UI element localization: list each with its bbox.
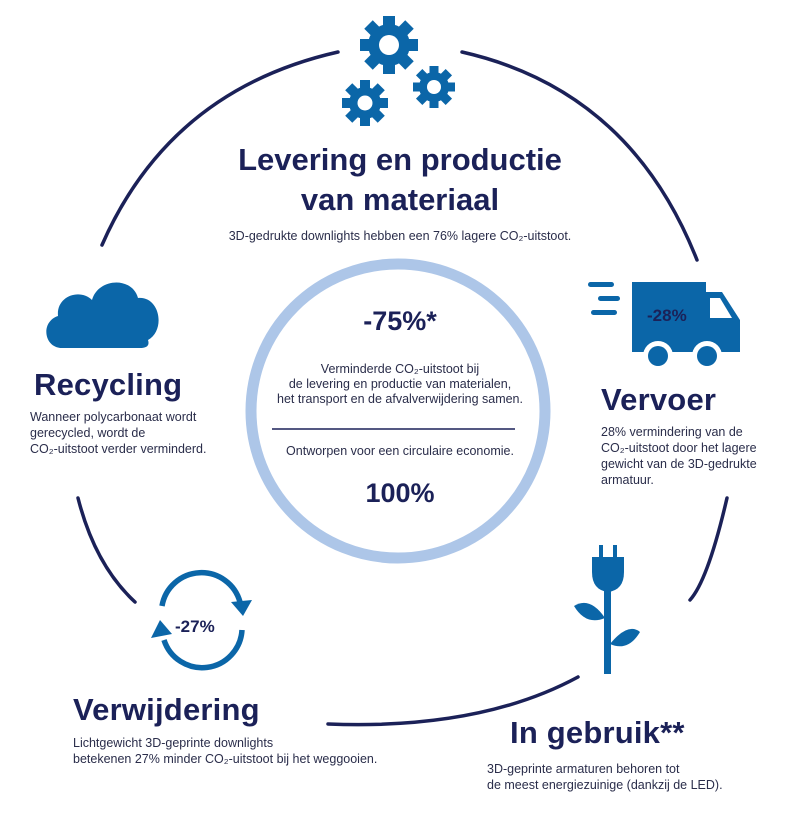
vervoer-text-line: CO₂-uitstoot door het lagere bbox=[601, 441, 757, 455]
vervoer-text-line: armatuur. bbox=[601, 473, 654, 487]
center-text-line: Verminderde CO₂-uitstoot bij bbox=[320, 362, 480, 376]
inner-ring bbox=[245, 258, 551, 564]
recycling-text-line: CO₂-uitstoot verder verminderd. bbox=[30, 442, 207, 456]
cloud-icon bbox=[46, 282, 159, 348]
verwijdering-text-line: Lichtgewicht 3D-geprinte downlights bbox=[73, 736, 274, 750]
in-gebruik-text-line: de meest energiezuinige (dankzij de LED)… bbox=[487, 778, 723, 792]
in-gebruik-text: 3D-geprinte armaturen behoren tot de mee… bbox=[487, 761, 787, 793]
arc-right bbox=[688, 496, 729, 602]
vervoer-badge: -28% bbox=[647, 306, 687, 325]
in-gebruik-title: In gebruik** bbox=[510, 715, 685, 750]
verwijdering-title: Verwijdering bbox=[73, 692, 260, 727]
top-section-title: Levering en productie van materiaal bbox=[150, 140, 650, 220]
vervoer-text: 28% vermindering van de CO₂-uitstoot doo… bbox=[601, 424, 791, 488]
verwijdering-badge: -27% bbox=[175, 617, 215, 636]
in-gebruik-text-line: 3D-geprinte armaturen behoren tot bbox=[487, 762, 680, 776]
recycling-title: Recycling bbox=[34, 367, 183, 402]
center-circular-text: Ontworpen voor een circulaire economie. bbox=[286, 444, 514, 458]
top-section-text: 3D-gedrukte downlights hebben een 76% la… bbox=[228, 229, 572, 243]
top-title-line1: Levering en productie bbox=[238, 142, 562, 177]
arc-top-right bbox=[460, 50, 699, 262]
center-text-line: de levering en productie van materialen, bbox=[288, 377, 512, 391]
center-percent-top: -75%* bbox=[363, 306, 437, 336]
center-percent-bottom: 100% bbox=[365, 478, 435, 508]
recycling-text-line: Wanneer polycarbonaat wordt bbox=[30, 410, 197, 424]
gears-icon bbox=[342, 16, 455, 126]
recycling-text-line: gerecycled, wordt de bbox=[30, 426, 146, 440]
cycle-arrows-icon bbox=[159, 569, 245, 671]
arc-bottom-left bbox=[76, 496, 137, 604]
vervoer-title: Vervoer bbox=[601, 382, 717, 417]
plug-plant-icon bbox=[574, 545, 640, 674]
vervoer-text-line: gewicht van de 3D-gedrukte bbox=[601, 457, 757, 471]
center-text: Verminderde CO₂-uitstoot bij de levering… bbox=[255, 362, 545, 407]
vervoer-text-line: 28% vermindering van de bbox=[601, 425, 743, 439]
arc-bottom-right bbox=[326, 675, 580, 727]
top-title-line2: van materiaal bbox=[300, 182, 500, 217]
arc-top-left bbox=[100, 50, 340, 247]
center-text-line: het transport en de afvalverwijdering sa… bbox=[277, 392, 523, 406]
truck-icon bbox=[588, 282, 740, 371]
verwijdering-text-line: betekenen 27% minder CO₂-uitstoot bij he… bbox=[73, 752, 378, 766]
verwijdering-text: Lichtgewicht 3D-geprinte downlights bete… bbox=[73, 735, 433, 767]
recycling-text: Wanneer polycarbonaat wordt gerecycled, … bbox=[30, 409, 250, 457]
